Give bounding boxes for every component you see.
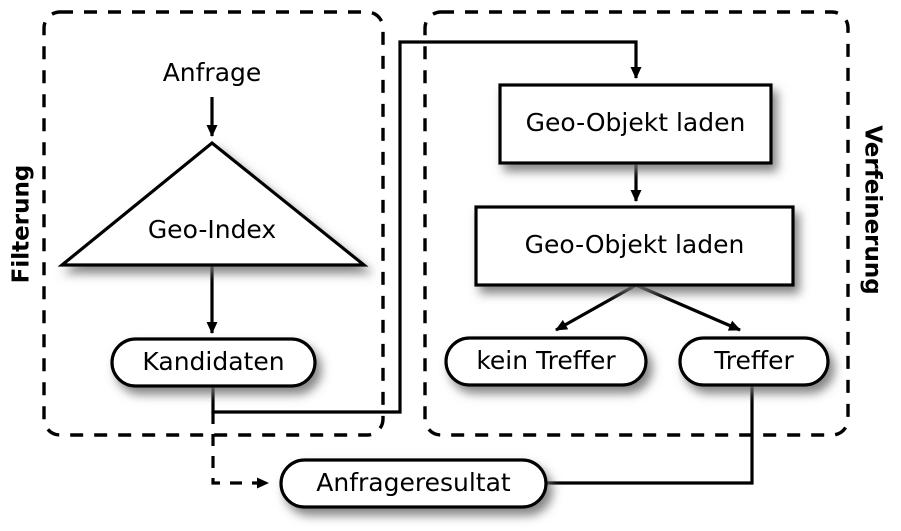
group-filtering: Filterung — [9, 10, 385, 437]
group-refinement-label: Verfeinerung — [860, 125, 886, 295]
node-anfrage[interactable]: Anfrage — [163, 58, 262, 87]
node-anfrageresultat-shape — [279, 458, 548, 509]
node-geo-index-shape — [57, 140, 369, 267]
group-filtering-border — [42, 10, 385, 437]
node-anfrageresultat[interactable]: Anfrageresultat — [279, 458, 548, 509]
node-geo-index[interactable]: Geo-Index — [57, 140, 369, 267]
edge-geo-objekt-laden-2-to-treffer — [635, 283, 741, 332]
edge-geo-objekt-laden-2-to-kein-treffer — [555, 283, 637, 332]
node-geo-objekt-laden-2[interactable]: Geo-Objekt laden — [474, 205, 795, 287]
node-kein-treffer-shape — [444, 336, 648, 387]
node-treffer-label: Treffer — [713, 346, 794, 375]
node-geo-objekt-laden-1-shape — [498, 83, 773, 165]
node-treffer-shape — [678, 336, 830, 387]
group-refinement-border — [423, 10, 850, 437]
node-kandidaten-shape — [110, 337, 317, 388]
edge-treffer-to-anfrageresultat — [546, 385, 754, 485]
node-kein-treffer[interactable]: kein Treffer — [444, 336, 648, 387]
node-kandidaten-label: Kandidaten — [142, 347, 284, 376]
node-anfrage-label: Anfrage — [163, 58, 262, 87]
group-filtering-label: Filterung — [9, 165, 35, 284]
node-geo-index-label: Geo-Index — [148, 215, 276, 244]
node-anfrageresultat-label: Anfrageresultat — [316, 468, 511, 497]
node-kein-treffer-label: kein Treffer — [476, 346, 616, 375]
group-refinement: Verfeinerung — [423, 10, 886, 437]
node-geo-objekt-laden-1[interactable]: Geo-Objekt laden — [498, 83, 773, 165]
node-geo-objekt-laden-1-label: Geo-Objekt laden — [526, 108, 746, 137]
node-treffer[interactable]: Treffer — [678, 336, 830, 387]
node-geo-objekt-laden-2-shape — [474, 205, 795, 287]
node-kandidaten[interactable]: Kandidaten — [110, 337, 317, 388]
edge-kandidaten-to-geo-objekt-laden-1 — [211, 40, 642, 414]
node-geo-objekt-laden-2-label: Geo-Objekt laden — [525, 230, 745, 259]
edge-kandidaten-to-anfrageresultat — [211, 412, 269, 489]
